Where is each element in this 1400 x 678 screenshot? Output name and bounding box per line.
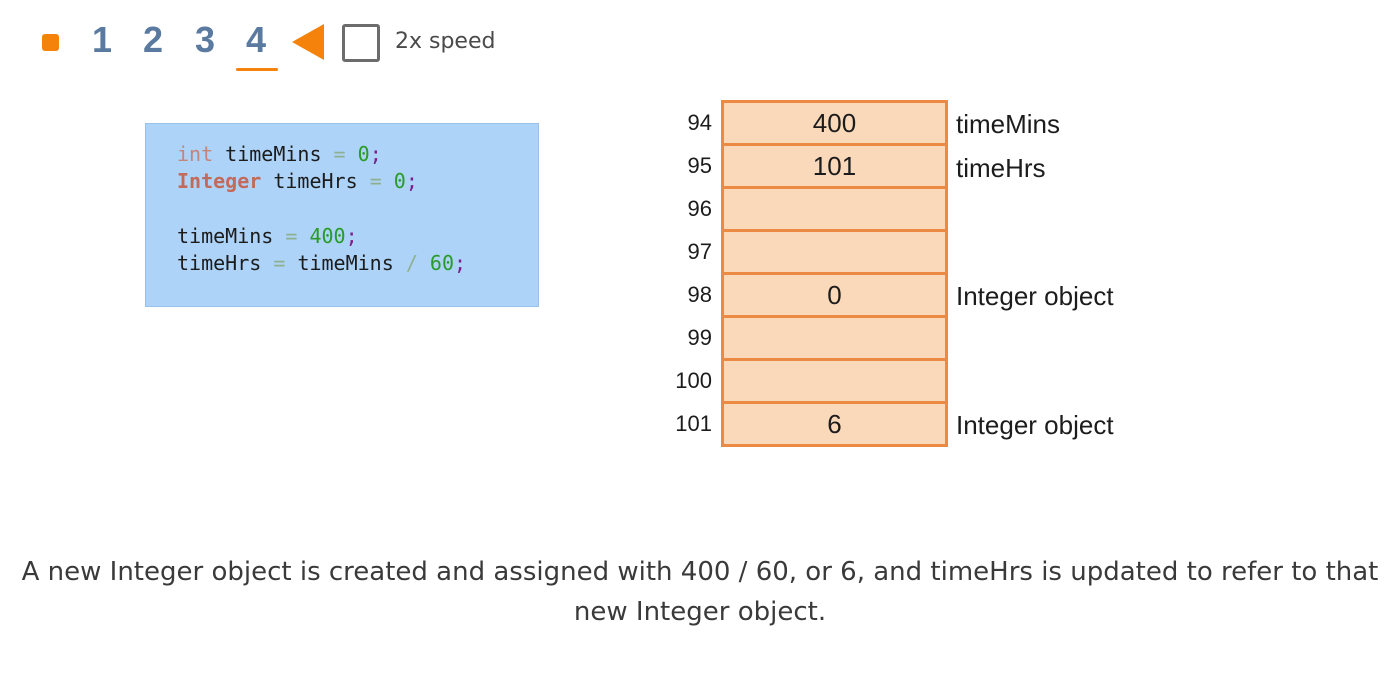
code-number: 400 (309, 224, 346, 248)
step-4-button[interactable]: 4 (245, 19, 267, 60)
code-number: 60 (429, 251, 454, 275)
code-keyword: int (177, 142, 214, 166)
code-operator: / (405, 251, 418, 275)
memory-address: 95 (687, 153, 712, 178)
code-semicolon: ; (405, 169, 418, 193)
memory-cell (721, 186, 948, 232)
memory-cell: 400 (721, 100, 948, 146)
code-identifier: timeHrs (177, 251, 262, 275)
code-operator: = (369, 169, 382, 193)
current-step-indicator (236, 68, 278, 71)
step-2-button[interactable]: 2 (142, 19, 164, 60)
memory-label: Integer object (956, 281, 1114, 311)
code-number: 0 (393, 169, 406, 193)
memory-address: 98 (687, 282, 712, 307)
code-number: 0 (357, 142, 370, 166)
memory-address: 96 (687, 196, 712, 221)
code-line-2: Integer timeHrs = 0; (177, 168, 418, 195)
code-operator: = (285, 224, 298, 248)
code-panel: int timeMins = 0; Integer timeHrs = 0; t… (145, 123, 539, 307)
memory-cell (721, 358, 948, 404)
code-line-3: timeMins = 400; (177, 223, 358, 250)
code-class-name: Integer (177, 169, 262, 193)
memory-address: 99 (687, 325, 712, 350)
memory-cell: 6 (721, 401, 948, 447)
step-1-button[interactable]: 1 (91, 19, 113, 60)
code-line-1: int timeMins = 0; (177, 141, 382, 168)
step-caption: A new Integer object is created and assi… (21, 557, 1379, 627)
code-semicolon: ; (345, 224, 358, 248)
memory-cell (721, 229, 948, 275)
code-operator: = (333, 142, 346, 166)
code-line-4: timeHrs = timeMins / 60; (177, 250, 466, 277)
step-3-button[interactable]: 3 (194, 19, 216, 60)
code-identifier: timeMins (225, 142, 322, 166)
speed-checkbox[interactable] (342, 24, 380, 62)
code-identifier: timeHrs (273, 169, 358, 193)
code-operator: = (273, 251, 286, 275)
memory-cell: 0 (721, 272, 948, 318)
memory-label: timeMins (956, 109, 1061, 139)
memory-address: 97 (687, 239, 712, 264)
code-semicolon: ; (369, 142, 382, 166)
memory-address: 100 (675, 368, 712, 393)
memory-label: timeHrs (956, 153, 1046, 183)
memory-address: 94 (687, 110, 712, 135)
code-identifier: timeMins (177, 224, 274, 248)
back-icon[interactable] (290, 23, 326, 61)
speed-label: 2x speed (395, 29, 496, 54)
memory-label: Integer object (956, 410, 1114, 440)
memory-cell: 101 (721, 143, 948, 189)
memory-address: 101 (675, 411, 712, 436)
code-semicolon: ; (454, 251, 467, 275)
code-identifier: timeMins (297, 251, 394, 275)
memory-cell (721, 315, 948, 361)
stop-button[interactable] (42, 34, 59, 51)
